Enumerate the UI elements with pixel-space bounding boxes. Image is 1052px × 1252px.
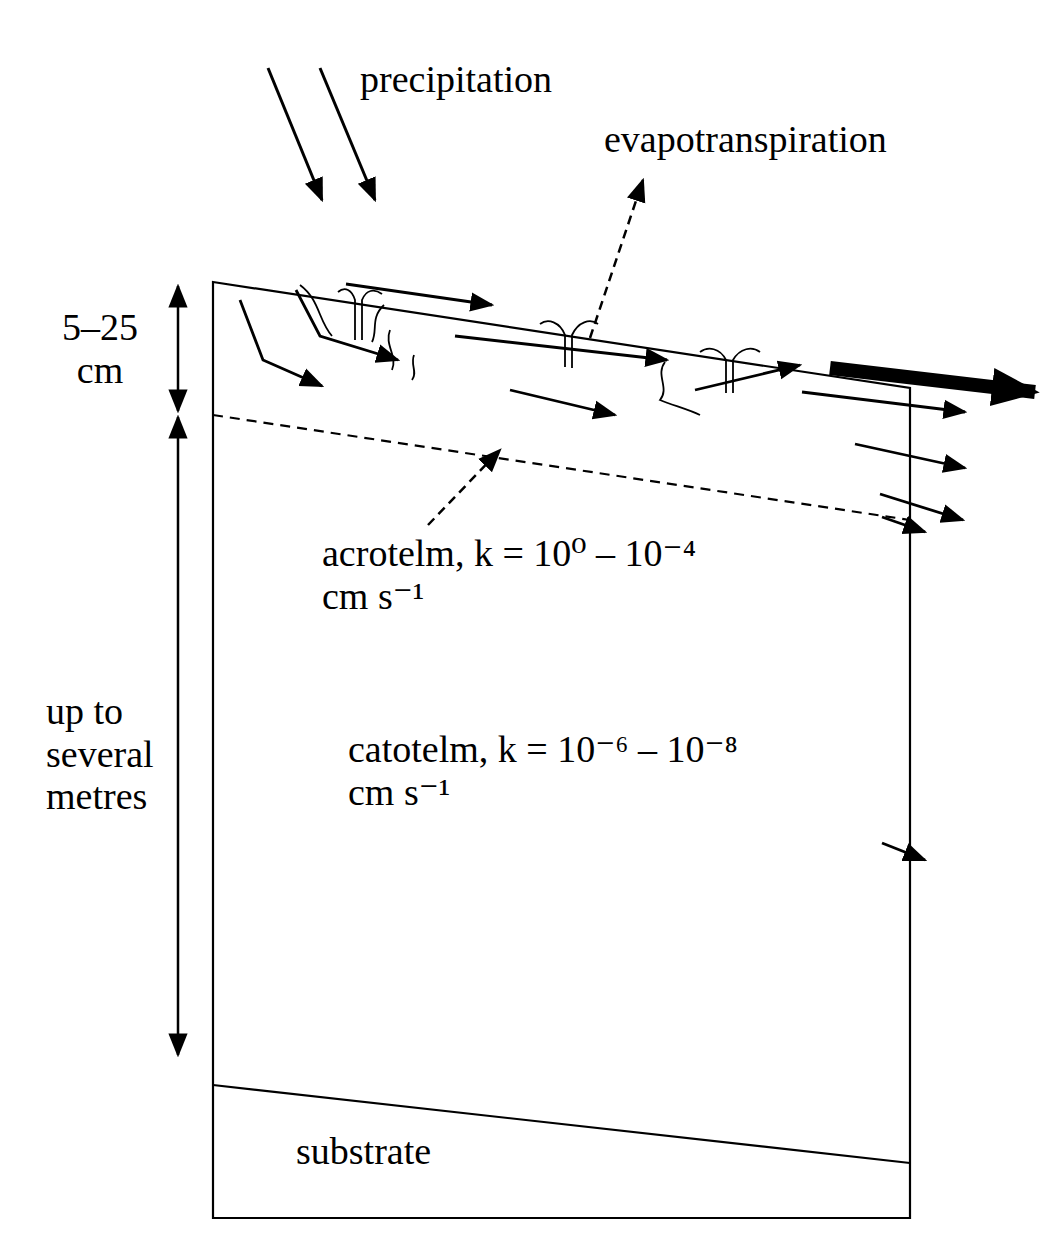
- flux-label: evapotranspiration: [604, 118, 887, 161]
- layer-label: catotelm, k = 10⁻⁶ – 10⁻⁸ cm s⁻¹: [348, 728, 760, 813]
- flux-label: precipitation: [360, 58, 552, 101]
- evapotranspiration-arrow: [590, 180, 643, 338]
- leader-arrow: [428, 450, 500, 525]
- layer-label: substrate: [296, 1130, 431, 1173]
- precipitation-arrows: [268, 68, 375, 200]
- dimension-label: up to several metres: [46, 690, 178, 818]
- surface-runoff-arrow: [830, 368, 1035, 392]
- peat-block: [213, 282, 910, 1218]
- dimension-arrows: [177, 286, 180, 1055]
- layer-label: acrotelm, k = 10⁰ – 10⁻⁴ cm s⁻¹: [322, 532, 721, 617]
- dimension-label: 5–25 cm: [48, 306, 152, 391]
- layer-boundary: [213, 415, 910, 520]
